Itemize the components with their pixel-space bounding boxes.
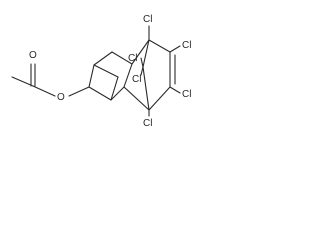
bond-fused-3 [123,86,150,111]
chlorine-alkene-lower-label: Cl [182,89,191,100]
bond-ring-5 [110,86,125,101]
bond-ring-2 [93,51,113,66]
chlorine-bottom-label: Cl [143,118,152,129]
oxygen-ester-label: O [57,92,65,103]
bond-cl-alkene-lower [169,86,181,94]
chlorine-alkene-upper-label: Cl [182,40,191,51]
bond-cl-alkene-upper [169,45,181,53]
bond-ring-1 [88,64,95,88]
chlorine-bridge-a-label: Cl [128,53,137,64]
bond-ring-bridge [93,64,119,78]
bond-bridge-down [142,66,150,111]
bond-oxygen-ring [68,86,90,97]
chemical-structure: O O Cl Cl Cl Cl Cl Cl [11,14,191,129]
chlorine-top-label: Cl [143,14,152,25]
bond-alkene-bottom [148,86,171,111]
bond-bridge-cl-a [140,57,144,68]
bond-ring-3 [111,51,133,65]
bond-ring-4 [88,86,112,101]
chlorine-bridge-b-label: Cl [132,74,141,85]
bond-fused-2 [131,39,150,65]
bond-ring-bridge-2 [110,76,119,101]
bond-top-bridgehead-alkene [148,39,171,53]
bond-methyl [11,76,34,87]
bond-bridge-cl-b [140,66,144,76]
bond-fused-1 [123,63,133,88]
bond-acyl-oxygen [32,85,56,97]
bond-bridge-up [142,39,150,68]
oxygen-carbonyl-label: O [29,50,37,61]
